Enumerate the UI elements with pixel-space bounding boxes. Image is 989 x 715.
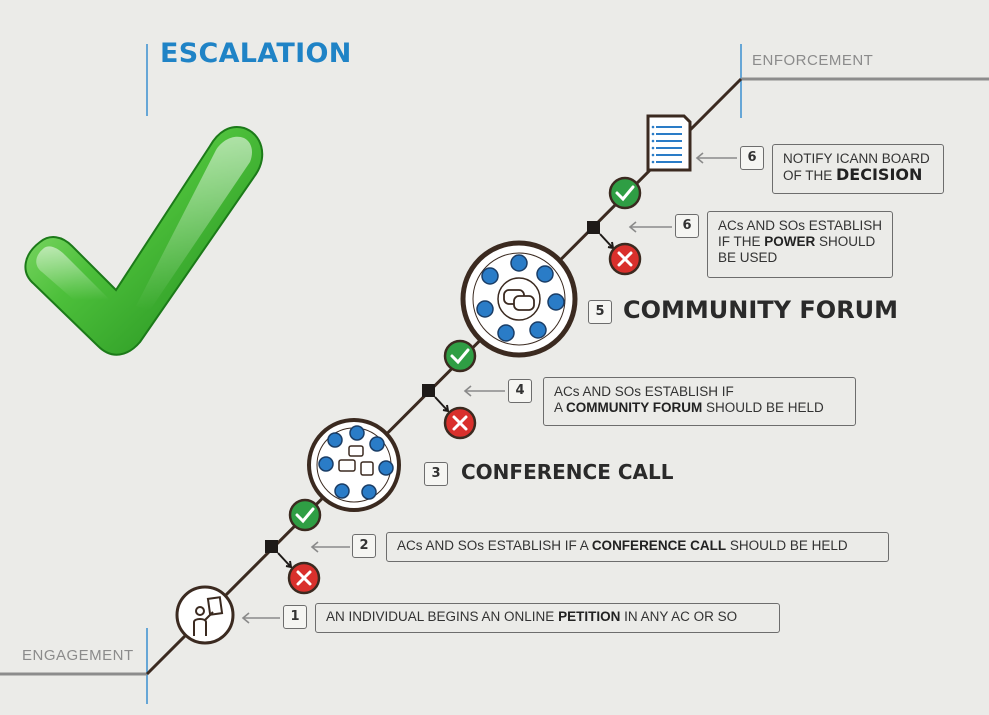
step-4-line-1: ACs AND SOs ESTABLISH IF [554, 384, 734, 399]
step-4-line-2-pre: A [554, 400, 567, 415]
red-x-circle-icon [443, 406, 477, 440]
step-4-line-2: A COMMUNITY FORUM SHOULD BE HELD [554, 400, 845, 416]
arrow-1-head [241, 612, 250, 624]
step-box-2: ACs AND SOs ESTABLISH IF A CONFERENCE CA… [386, 532, 889, 562]
green-check-circle-icon [443, 339, 477, 373]
conference-call-label: CONFERENCE CALL [461, 460, 674, 484]
step-number-5: 5 [588, 300, 612, 324]
step-2-text-bold: CONFERENCE CALL [591, 538, 727, 553]
step-2-text-pre: ACs AND SOs ESTABLISH IF A [397, 538, 592, 553]
step-number-1: 1 [283, 605, 307, 629]
arrow-4-head [463, 385, 472, 397]
decision-node-3 [587, 221, 615, 250]
pointer-arrows [241, 152, 737, 624]
step-6a-line-1: ACs AND SOs ESTABLISH [718, 218, 883, 233]
step-4-line-2-post: SHOULD BE HELD [702, 400, 824, 415]
step-number-2: 2 [352, 534, 376, 558]
community-forum-icon [460, 240, 578, 358]
step-1-text-bold: PETITION [558, 609, 621, 624]
large-green-checkmark-icon [24, 126, 264, 356]
red-x-circle-icon [287, 561, 321, 595]
step-number-6b: 6 [740, 146, 764, 170]
step-6b-line-2-pre: OF THE [783, 168, 837, 183]
step-2-text-post: SHOULD BE HELD [726, 538, 848, 553]
step-1-text-post: IN ANY AC OR SO [620, 609, 738, 624]
decision-node-1 [265, 540, 293, 569]
step-box-1: AN INDIVIDUAL BEGINS AN ONLINE PETITION … [315, 603, 780, 633]
conference-call-icon [307, 418, 401, 512]
escalation-line [145, 77, 743, 676]
step-box-6a: ACs AND SOs ESTABLISH IF THE POWER SHOUL… [707, 211, 893, 278]
community-forum-label: COMMUNITY FORUM [623, 296, 899, 324]
step-6a-line-2-post: SHOULD [815, 234, 876, 249]
step-number-6a: 6 [675, 214, 699, 238]
green-check-circle-icon [608, 176, 642, 210]
step-1-text-pre: AN INDIVIDUAL BEGINS AN ONLINE [326, 609, 559, 624]
step-6b-line-2-bold: DECISION [836, 165, 923, 184]
person-holding-sign-icon [175, 585, 235, 645]
enforcement-label: ENFORCEMENT [752, 52, 874, 69]
arrow-6b-head [695, 152, 704, 164]
engagement-label: ENGAGEMENT [22, 647, 134, 664]
step-number-4: 4 [508, 379, 532, 403]
page-title: ESCALATION [160, 38, 352, 69]
document-icon [646, 114, 692, 172]
arrow-2-head [310, 541, 319, 553]
red-x-circle-icon [608, 242, 642, 276]
step-6a-line-2-pre: IF THE [718, 234, 765, 249]
decision-node-2 [422, 384, 450, 413]
green-check-circle-icon [288, 498, 322, 532]
step-6a-line-2-bold: POWER [764, 234, 816, 249]
step-number-3: 3 [424, 462, 448, 486]
step-6a-line-3: BE USED [718, 250, 778, 265]
step-box-6b: NOTIFY ICANN BOARD OF THE DECISION [772, 144, 944, 194]
step-6b-line-1: NOTIFY ICANN BOARD [783, 151, 930, 166]
step-6b-line-2: OF THE DECISION [783, 167, 933, 184]
step-box-4: ACs AND SOs ESTABLISH IF A COMMUNITY FOR… [543, 377, 856, 426]
arrow-6a-head [628, 221, 637, 233]
step-6a-line-2: IF THE POWER SHOULD [718, 234, 882, 250]
step-4-line-2-bold: COMMUNITY FORUM [566, 400, 703, 415]
